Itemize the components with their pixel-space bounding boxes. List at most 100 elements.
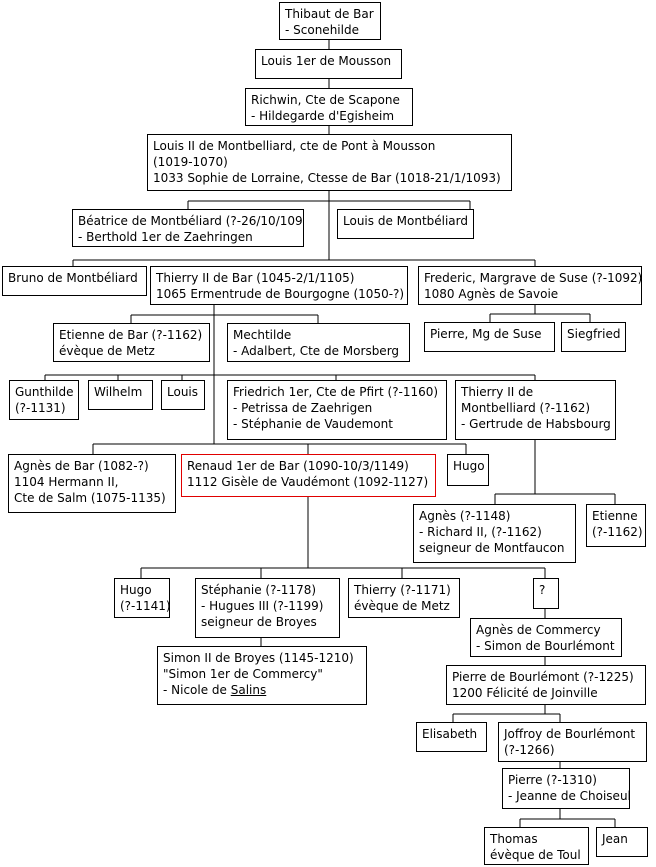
person-text-line: Elisabeth xyxy=(422,727,478,741)
person-text-line: Pierre, Mg de Suse xyxy=(430,327,542,341)
person-text-line: Thibaut de Bar xyxy=(285,7,374,21)
person-box-joffroy: Joffroy de Bourlémont (?-1266) xyxy=(498,722,647,762)
person-text-line: Agnès de Bar (1082-?) xyxy=(14,459,149,473)
person-text-line: 1104 Hermann II, xyxy=(14,475,119,489)
person-box-pierre-1310: Pierre (?-1310) - Jeanne de Choiseul xyxy=(502,768,630,809)
person-box-etienne-1162: Etienne (?-1162) xyxy=(586,504,646,547)
person-text-line: - Adalbert, Cte de Morsberg xyxy=(233,344,400,358)
person-box-louis1: Louis 1er de Mousson xyxy=(255,49,402,79)
person-text-line: - Hildegarde d'Egisheim xyxy=(251,109,395,123)
person-text-line: - Jeanne de Choiseul xyxy=(508,789,630,803)
person-box-hugo2: Hugo (?-1141) xyxy=(114,578,170,618)
person-text-line: - Gertrude de Habsbourg xyxy=(461,417,611,431)
person-box-thierry2: Thierry II de Bar (1045-2/1/1105) 1065 Er… xyxy=(150,266,408,305)
person-box-pierre-b: Pierre de Bourlémont (?-1225) 1200 Félici… xyxy=(446,665,646,705)
person-text-line: 1033 Sophie de Lorraine, Ctesse de Bar (… xyxy=(153,171,501,185)
person-text-line: - Richard II, (?-1162) xyxy=(419,525,542,539)
person-box-hugo1: Hugo xyxy=(447,454,489,486)
person-text-line: (?-1266) xyxy=(504,743,555,757)
person-text-line: Agnès (?-1148) xyxy=(419,509,511,523)
person-text-line: Hugo xyxy=(120,583,152,597)
salins-link[interactable]: Salins xyxy=(230,683,267,697)
person-text-line: Siegfried xyxy=(567,327,621,341)
person-box-louis-s: Louis xyxy=(161,380,205,410)
person-text-line: Stéphanie (?-1178) xyxy=(201,583,317,597)
person-text-line: Etienne xyxy=(592,509,638,523)
person-box-jean: Jean xyxy=(596,827,648,857)
person-text-line: Bruno de Montbéliard xyxy=(8,271,138,285)
person-box-thierry2m: Thierry II de Montbelliard (?-1162) - Gert… xyxy=(455,380,616,440)
person-box-thierry-1171: Thierry (?-1171) évèque de Metz xyxy=(348,578,460,618)
person-text-line: Gunthilde xyxy=(15,385,74,399)
person-text-line: Etienne de Bar (?-1162) xyxy=(59,328,203,342)
person-text-line: Louis 1er de Mousson xyxy=(261,54,392,68)
person-text-line: - Simon de Bourlémont xyxy=(476,639,615,653)
person-box-friedrich: Friedrich 1er, Cte de Pfirt (?-1160)- Pe… xyxy=(227,380,447,440)
person-text-line: Montbelliard (?-1162) xyxy=(461,401,591,415)
person-text-line: 1200 Félicité de Joinville xyxy=(452,686,598,700)
person-box-agnes-bar: Agnès de Bar (1082-?) 1104 Hermann II, Cte… xyxy=(8,454,176,513)
person-text-line: ? xyxy=(539,583,546,597)
person-text-line: (?-1141) xyxy=(120,599,170,613)
person-text-line: Joffroy de Bourlémont xyxy=(504,727,636,741)
person-text-line: Cte de Salm (1075-1135) xyxy=(14,491,166,505)
person-text-line: 1065 Ermentrude de Bourgogne (1050-?) xyxy=(156,287,405,301)
person-box-bruno: Bruno de Montbéliard xyxy=(2,266,147,296)
person-box-agnes-1148: Agnès (?-1148) - Richard II, (?-1162) seig… xyxy=(413,504,576,563)
person-box-mechtilde: Mechtilde - Adalbert, Cte de Morsberg xyxy=(227,323,410,362)
person-text-line: Renaud 1er de Bar (1090-10/3/1149) xyxy=(187,459,409,473)
person-box-wilhelm: Wilhelm xyxy=(88,380,153,410)
person-text-line: (?-1162) xyxy=(592,525,643,539)
person-text-line: 1080 Agnès de Savoie xyxy=(424,287,559,301)
person-box-agnes-comm: Agnès de Commercy - Simon de Bourlémont xyxy=(470,618,622,657)
person-box-unknown: ? xyxy=(533,578,559,609)
person-text-line: - Hugues III (?-1199) xyxy=(201,599,324,613)
person-box-thibaut: Thibaut de Bar - Sconehilde xyxy=(279,2,381,40)
person-text-line: (?-1131) xyxy=(15,401,66,415)
person-text-line: seigneur de Broyes xyxy=(201,615,317,629)
person-text-line: évèque de Metz xyxy=(354,599,450,613)
person-text-line: (1019-1070) xyxy=(153,155,228,169)
person-box-richwin: Richwin, Cte de Scapone - Hildegarde d'Eg… xyxy=(245,88,413,126)
person-text-line: - Stéphanie de Vaudemont xyxy=(233,417,393,431)
person-box-pierre-suse: Pierre, Mg de Suse xyxy=(424,322,555,352)
person-text-line: Thierry II de xyxy=(461,385,534,399)
person-box-beatrice: Béatrice de Montbéliard (?-26/10/1092)- … xyxy=(72,209,304,247)
person-text-line: Louis xyxy=(167,385,199,399)
person-text-line: Béatrice de Montbéliard (?-26/10/1092) xyxy=(78,214,304,228)
person-box-renaud: Renaud 1er de Bar (1090-10/3/1149) 1112 G… xyxy=(181,454,436,497)
person-text-line: évèque de Metz xyxy=(59,344,155,358)
person-text-line: - Sconehilde xyxy=(285,23,359,37)
person-text-line: Wilhelm xyxy=(94,385,143,399)
person-text-line: Pierre (?-1310) xyxy=(508,773,597,787)
person-text-line: "Simon 1er de Commercy" xyxy=(163,667,323,681)
person-text-line: - Nicole de Salins xyxy=(163,683,267,697)
person-text-line: seigneur de Montfaucon xyxy=(419,541,565,555)
person-text-line: Pierre de Bourlémont (?-1225) xyxy=(452,670,634,684)
person-text-line: Simon II de Broyes (1145-1210) xyxy=(163,651,354,665)
person-text-line: Frederic, Margrave de Suse (?-1092) xyxy=(424,271,642,285)
person-text-line: Friedrich 1er, Cte de Pfirt (?-1160) xyxy=(233,385,439,399)
person-text-line: Jean xyxy=(602,832,628,846)
person-text-line: Mechtilde xyxy=(233,328,292,342)
person-text-line: 1112 Gisèle de Vaudémont (1092-1127) xyxy=(187,475,429,489)
person-box-frederic: Frederic, Margrave de Suse (?-1092) 1080 … xyxy=(418,266,642,305)
person-text-line: évèque de Toul xyxy=(490,848,581,862)
person-text-line: Louis II de Montbelliard, cte de Pont à … xyxy=(153,139,436,153)
person-box-siegfried: Siegfried xyxy=(561,322,626,352)
person-text-line: Thierry (?-1171) xyxy=(354,583,451,597)
person-box-stephanie: Stéphanie (?-1178) - Hugues III (?-1199) s… xyxy=(195,578,340,638)
person-text-line: Louis de Montbéliard xyxy=(343,214,469,228)
person-text-line: Thierry II de Bar (1045-2/1/1105) xyxy=(156,271,355,285)
person-box-simon2: Simon II de Broyes (1145-1210) "Simon 1er… xyxy=(157,646,367,705)
person-text-line: Richwin, Cte de Scapone xyxy=(251,93,400,107)
person-box-elisabeth: Elisabeth xyxy=(416,722,487,752)
person-box-gunthilde: Gunthilde (?-1131) xyxy=(9,380,79,420)
person-box-louis-m: Louis de Montbéliard xyxy=(337,209,474,239)
person-text-line: Agnès de Commercy xyxy=(476,623,601,637)
person-box-louis2: Louis II de Montbelliard, cte de Pont à … xyxy=(147,134,512,191)
person-text-line: Hugo xyxy=(453,459,485,473)
